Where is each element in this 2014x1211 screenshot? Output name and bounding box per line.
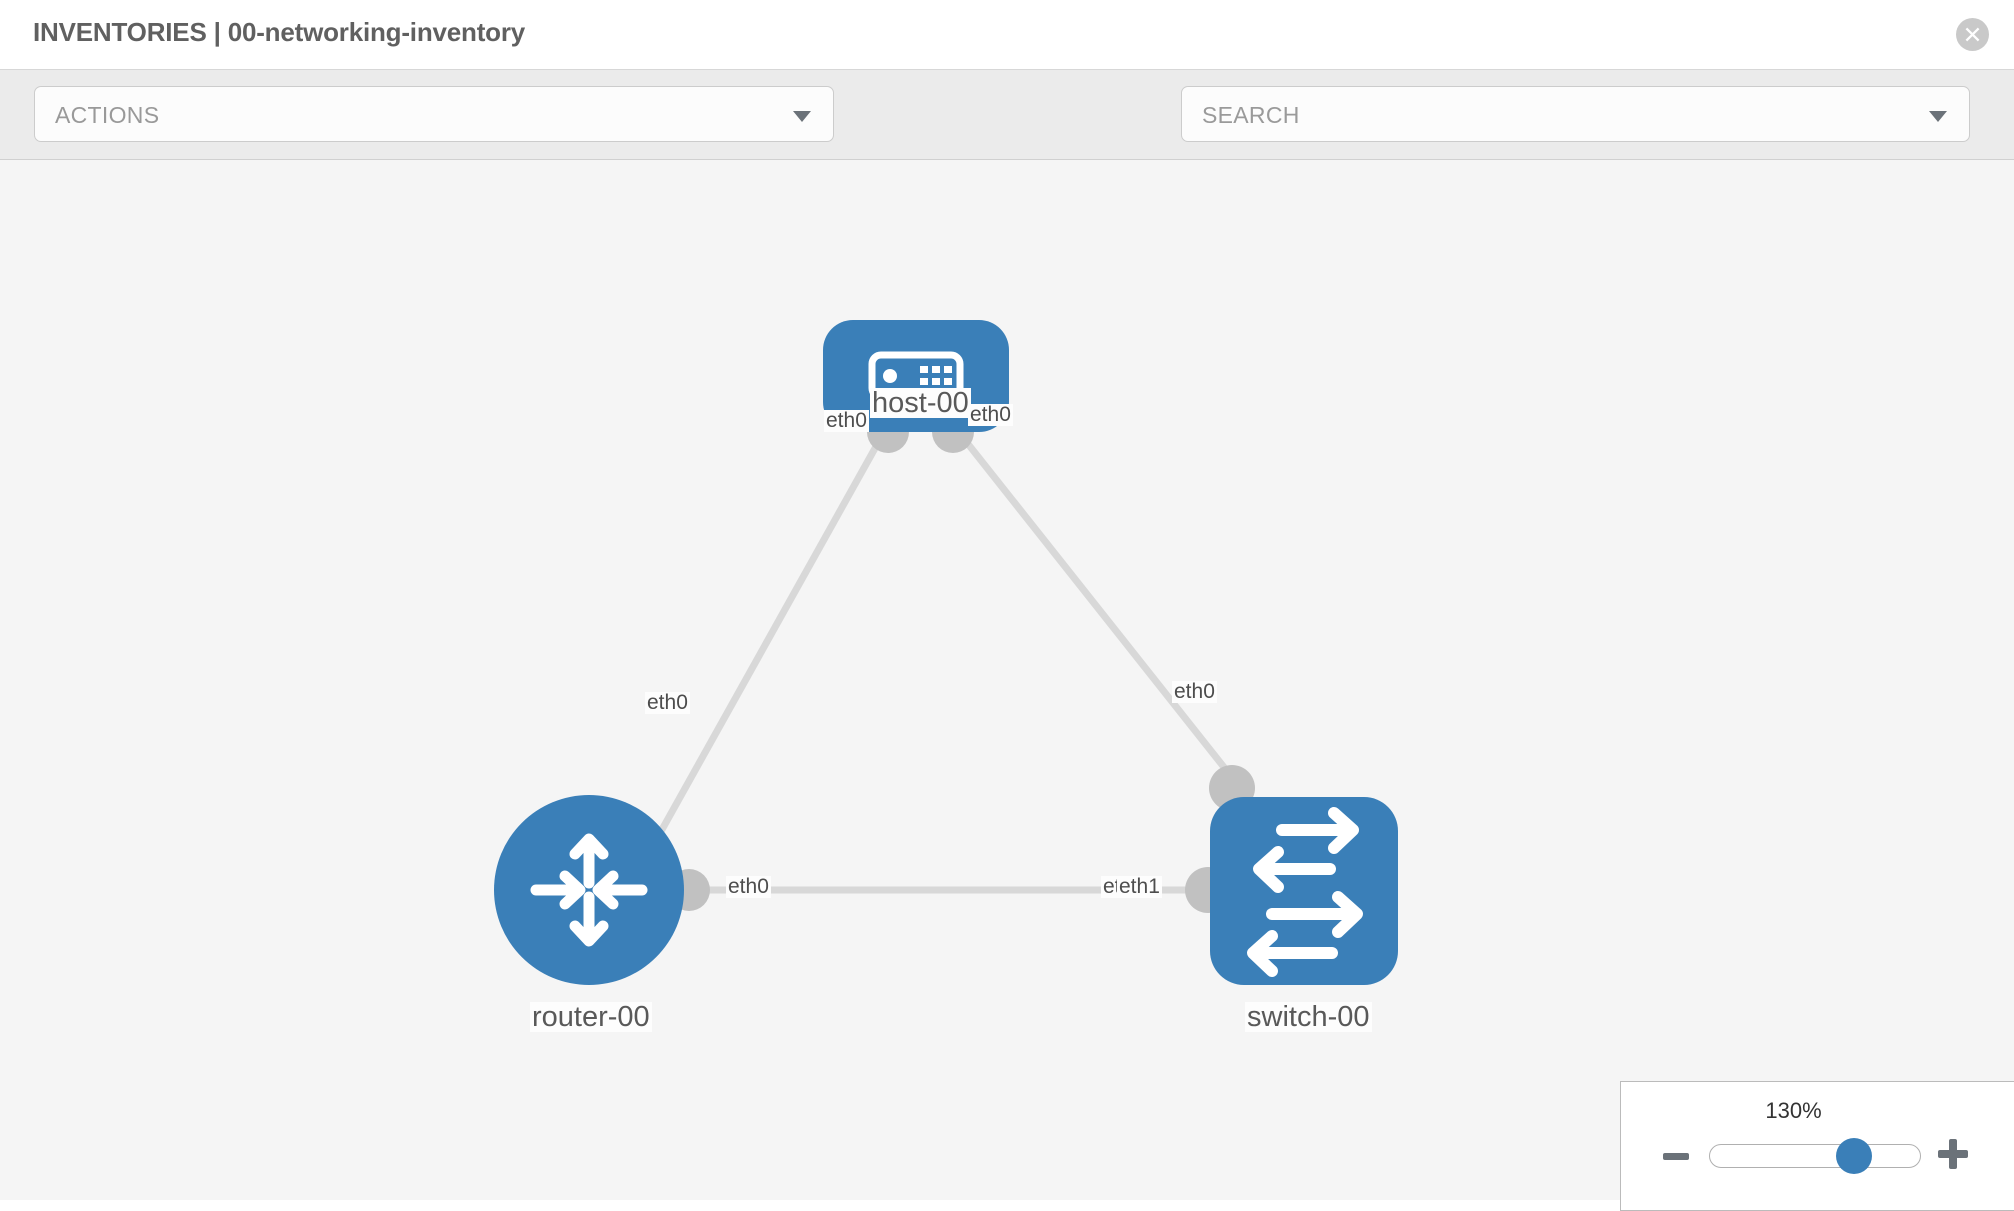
minus-glyph	[1663, 1153, 1689, 1160]
link-host-router[interactable]	[641, 423, 892, 862]
page-title: INVENTORIES | 00-networking-inventory	[33, 17, 526, 47]
node-label-switch-00: switch-00	[1245, 1001, 1372, 1033]
search-placeholder: SEARCH	[1202, 102, 1300, 128]
chevron-down-icon	[793, 111, 811, 122]
node-router-00[interactable]	[494, 795, 684, 985]
zoom-slider[interactable]	[1709, 1138, 1921, 1174]
close-icon[interactable]	[1956, 18, 1989, 51]
iface-label-switch-eth1: eth1	[1117, 875, 1162, 899]
search-input[interactable]: SEARCH	[1181, 86, 1970, 142]
plus-glyph	[1938, 1139, 1968, 1169]
iface-label-switch-eth0-uplink: eth0	[1172, 680, 1217, 704]
router-arrows-icon	[530, 833, 648, 947]
node-label-host-00: host-00	[870, 387, 971, 419]
iface-label-host-eth0-left: eth0	[824, 409, 869, 433]
actions-dropdown[interactable]: ACTIONS	[34, 86, 834, 142]
close-x-glyph	[1965, 27, 1980, 42]
actions-dropdown-label: ACTIONS	[55, 102, 160, 128]
title-bar: INVENTORIES | 00-networking-inventory	[0, 0, 2014, 70]
plus-icon[interactable]	[1936, 1137, 1970, 1171]
link-host-switch[interactable]	[950, 422, 1245, 793]
chevron-down-icon[interactable]	[1929, 111, 1947, 122]
iface-label-router-eth0-uplink: eth0	[645, 691, 690, 715]
topology-canvas[interactable]: host-00 router-00 switch-00 eth0 eth0 et…	[0, 160, 2014, 1200]
iface-label-router-eth0: eth0	[726, 875, 771, 899]
node-switch-00[interactable]	[1210, 797, 1398, 985]
iface-label-host-eth0-right: eth0	[968, 403, 1013, 427]
node-label-router-00: router-00	[530, 1001, 652, 1033]
minus-icon[interactable]	[1661, 1142, 1691, 1172]
switch-arrows-icon	[1247, 807, 1363, 977]
topology-graph	[494, 320, 1398, 985]
zoom-control-panel: 130%	[1620, 1081, 2014, 1211]
zoom-percent-label: 130%	[1765, 1098, 1822, 1123]
toolbar: ACTIONS SEARCH	[0, 70, 2014, 198]
zoom-slider-thumb[interactable]	[1836, 1138, 1872, 1174]
